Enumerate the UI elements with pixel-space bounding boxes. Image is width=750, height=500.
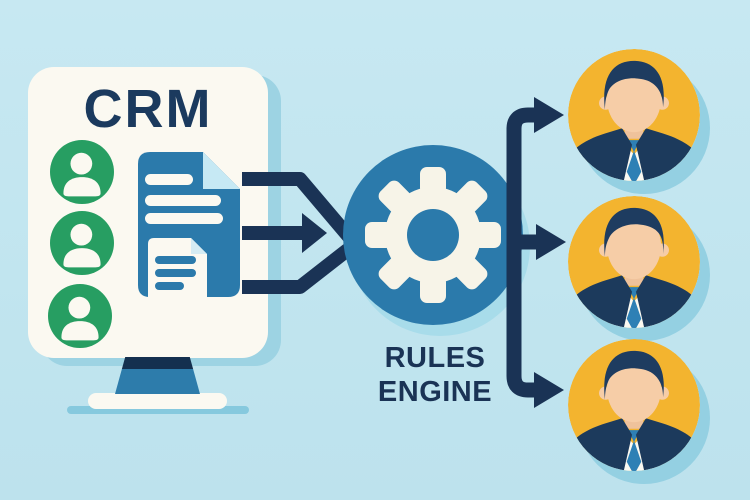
monitor-stand-neck bbox=[115, 357, 200, 394]
rules-engine-label: RULES ENGINE bbox=[355, 341, 515, 409]
businessperson-avatar bbox=[568, 49, 700, 181]
arrow-top bbox=[242, 172, 356, 243]
arrow-right-icon bbox=[302, 213, 327, 253]
crm-title: CRM bbox=[83, 79, 213, 139]
arrow-bottom bbox=[242, 242, 355, 294]
rules-engine-label-line2: ENGINE bbox=[377, 376, 493, 408]
user-icon bbox=[50, 140, 114, 204]
monitor-stand-base bbox=[88, 393, 227, 409]
arrow-right-icon bbox=[534, 97, 564, 133]
gear-icon bbox=[365, 167, 501, 303]
arrow-right-icon bbox=[534, 372, 564, 408]
businessperson-avatar bbox=[568, 196, 700, 328]
document-icon bbox=[126, 150, 242, 312]
input-arrows bbox=[242, 160, 364, 302]
rules-engine-circle bbox=[343, 145, 523, 325]
user-icon bbox=[48, 284, 112, 348]
arrow-trunk bbox=[506, 107, 536, 398]
arrow-right-icon bbox=[536, 224, 566, 260]
output-arrows bbox=[500, 90, 570, 410]
businessperson-avatar bbox=[568, 339, 700, 471]
document-small-icon bbox=[148, 238, 207, 310]
rules-engine-label-line1: RULES bbox=[384, 342, 486, 374]
monitor-stand-shadow bbox=[67, 406, 249, 414]
user-icon bbox=[50, 211, 114, 275]
